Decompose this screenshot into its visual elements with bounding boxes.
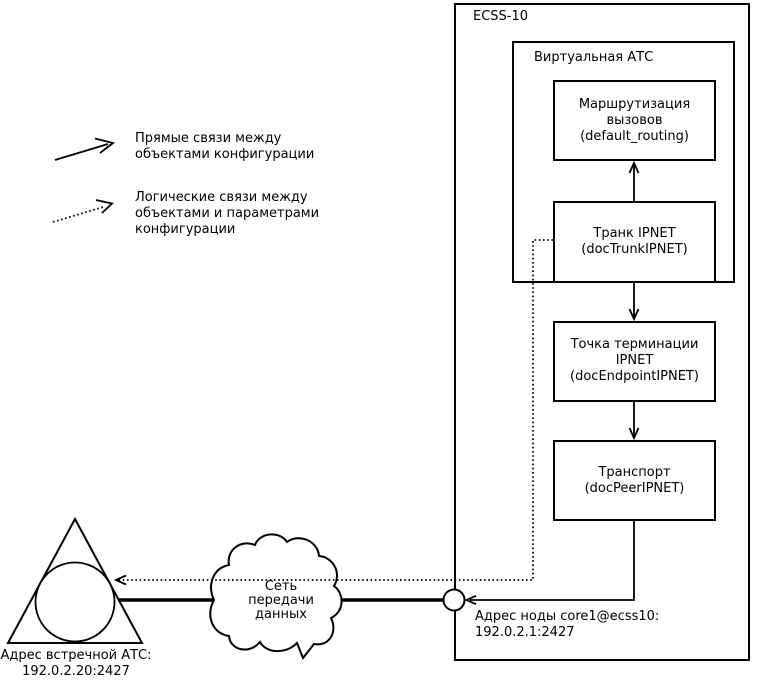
endpoint-box xyxy=(553,321,716,402)
remote-pbx-triangle-shape xyxy=(6,516,144,644)
trunk-line-2: (docTrunkIPNET) xyxy=(581,242,688,257)
legend-logical-arrowhead-icon xyxy=(95,199,114,214)
remote-pbx-address-line-1: Адрес встречной АТС: xyxy=(0,648,152,663)
logical-link-arrowhead-icon xyxy=(113,574,127,586)
cloud-line-3: данных xyxy=(255,607,307,622)
cloud-label: Сеть передачи данных xyxy=(231,580,331,622)
ecss10-title: ECSS-10 xyxy=(473,9,529,24)
trunk-line-1: Транк IPNET xyxy=(593,226,676,241)
legend-direct-arrowhead-icon xyxy=(94,137,116,154)
endpoint-line-1: Точка терминации xyxy=(570,337,699,352)
legend-logical-label: Логические связи между объектами и парам… xyxy=(135,190,319,238)
routing-box-label: Маршрутизация вызовов (default_routing) xyxy=(553,97,716,145)
legend-logical-line-1: Логические связи между xyxy=(135,190,308,205)
routing-box xyxy=(553,80,716,161)
legend-direct-line-2: объектами конфигурации xyxy=(135,147,315,162)
routing-line-2: вызовов xyxy=(606,113,663,128)
legend-direct-arrow xyxy=(54,143,109,161)
trunk-box xyxy=(553,201,716,283)
endpoint-line-2: IPNET xyxy=(615,353,654,368)
endpoint-box-label: Точка терминации IPNET (docEndpointIPNET… xyxy=(553,337,716,385)
trunk-box-label: Транк IPNET (docTrunkIPNET) xyxy=(553,226,716,258)
node-address-label: Адрес ноды core1@ecss10: 192.0.2.1:2427 xyxy=(475,609,659,641)
remote-pbx-address-line-2: 192.0.2.20:2427 xyxy=(22,664,130,679)
remote-pbx-address-label: Адрес встречной АТС: 192.0.2.20:2427 xyxy=(0,648,152,680)
virtual-pbx-title: Виртуальная АТС xyxy=(534,50,654,65)
routing-line-3: (default_routing) xyxy=(580,129,689,144)
routing-line-1: Маршрутизация xyxy=(578,97,691,112)
transport-line-1: Транспорт xyxy=(598,465,671,480)
transport-box-label: Транспорт (docPeerIPNET) xyxy=(553,465,716,497)
node-address-line-2: 192.0.2.1:2427 xyxy=(475,625,575,640)
node-address-line-1: Адрес ноды core1@ecss10: xyxy=(475,609,660,624)
endpoint-line-3: (docEndpointIPNET) xyxy=(570,369,699,384)
legend-direct-line-1: Прямые связи между xyxy=(135,131,282,146)
remote-pbx-circle-shape xyxy=(34,561,116,643)
cloud-line-1: Сеть xyxy=(264,579,298,594)
legend-logical-arrow xyxy=(52,205,106,223)
legend-direct-label: Прямые связи между объектами конфигураци… xyxy=(135,131,314,163)
transport-box xyxy=(553,440,716,521)
transport-line-2: (docPeerIPNET) xyxy=(584,481,685,496)
legend-logical-line-3: конфигурации xyxy=(135,222,236,237)
cloud-line-2: передачи xyxy=(248,593,314,608)
legend-logical-line-2: объектами и параметрами xyxy=(135,206,320,221)
